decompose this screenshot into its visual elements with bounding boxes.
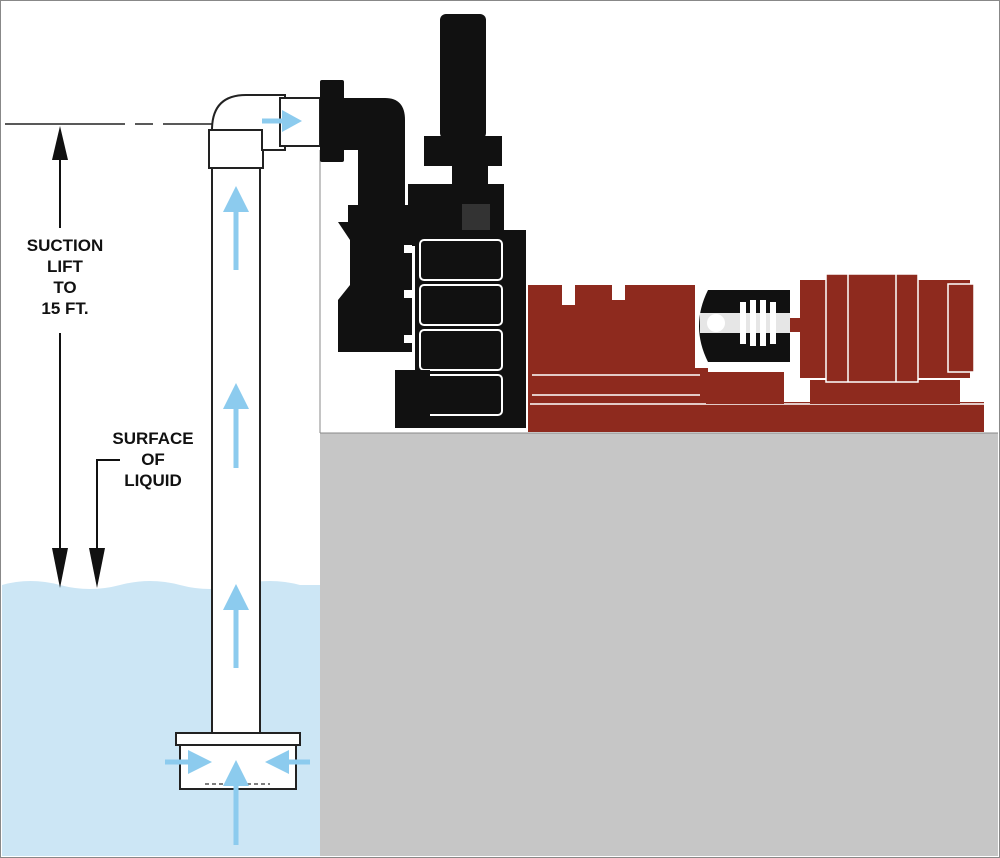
- flow-arrow-up: [223, 383, 249, 468]
- flow-arrow-right: [262, 110, 302, 132]
- flow-arrows: [165, 110, 310, 845]
- suction-lift-label: SUCTION LIFT TO 15 FT.: [6, 235, 124, 319]
- suction-lift-label-line: TO: [53, 278, 77, 297]
- coupling-guard: [699, 290, 790, 362]
- suction-lift-label-line: LIFT: [47, 257, 83, 276]
- suction-lift-dimension-arrow: [52, 126, 68, 588]
- flow-arrow-left: [265, 750, 310, 774]
- pump-assembly: [320, 14, 526, 428]
- surface-label-line: LIQUID: [124, 471, 182, 490]
- flow-arrow-up: [223, 584, 249, 668]
- surface-label-line: SURFACE: [112, 429, 194, 448]
- motor-drive-base: [528, 273, 984, 432]
- suction-lift-label-line: 15 FT.: [41, 299, 89, 318]
- suction-lift-label-line: SUCTION: [26, 236, 104, 255]
- flow-arrow-up: [223, 760, 249, 845]
- liquid-body: [2, 581, 320, 856]
- flow-arrow-up: [223, 186, 249, 270]
- surface-of-liquid-label: SURFACE OF LIQUID: [90, 428, 216, 491]
- flow-arrow-right: [165, 750, 212, 774]
- surface-pointer-arrow: [89, 459, 120, 588]
- ground-platform: [320, 433, 998, 856]
- surface-label-line: OF: [141, 450, 165, 469]
